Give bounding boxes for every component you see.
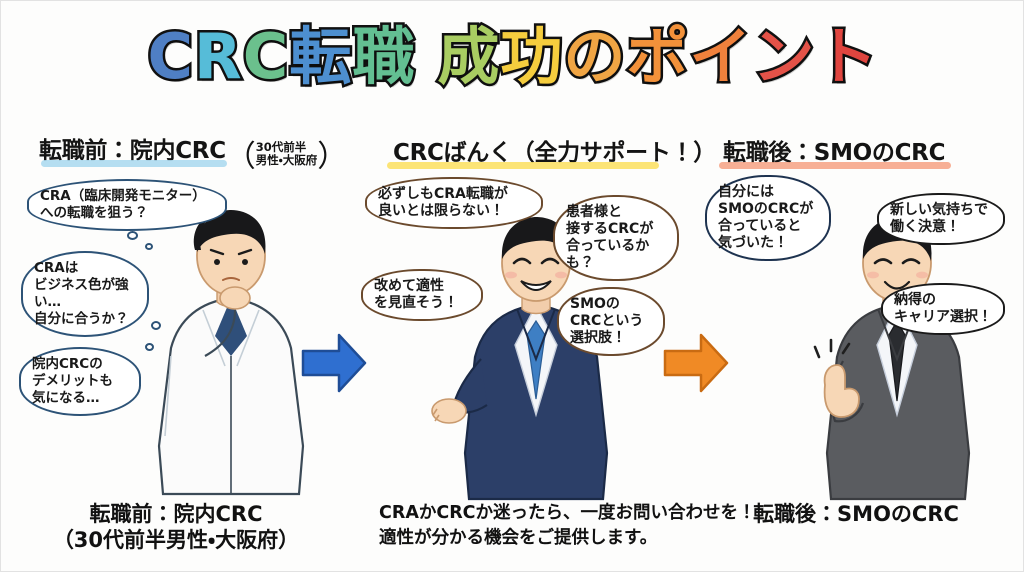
speech-bubble-realized-smo-fits: 自分には SMOのCRCが 合っていると 気づいた！ (705, 175, 831, 261)
orange-right-arrow-icon (663, 333, 729, 393)
title-char-11: ン (750, 18, 817, 96)
column-header-before-main: 転職前：院内CRC (39, 138, 226, 164)
title-char-3: 転 (287, 18, 354, 96)
speech-bubble-new-resolve: 新しい気持ちで 働く決意！ (877, 193, 1005, 245)
title-char-9: ポ (624, 18, 691, 96)
thought-dot (145, 343, 154, 351)
speech-bubble-patient-facing-crc: 患者様と 接するCRCが 合っているかも？ (553, 195, 679, 281)
caption-agency: CRAかCRCか迷ったら、一度お問い合わせを！ 適性が分かる機会をご提供します。 (379, 501, 756, 551)
panel-before: CRA（臨床開発モニター） への転職を狙う？ CRAは ビジネス色が強い… 自分… (11, 171, 331, 496)
column-header-before-sub: 30代前半男性・大阪府 (255, 140, 318, 167)
caption-agency-line1: CRAかCRCか迷ったら、一度お問い合わせを！ (379, 503, 756, 525)
column-header-after: 転職後：SMOのCRC (723, 133, 945, 167)
column-header-before: 転職前：院内CRC（30代前半男性・大阪府） (39, 131, 347, 176)
column-header-after-main: 転職後：SMOのCRC (723, 140, 946, 166)
speech-bubble-satisfied-career: 納得の キャリア選択！ (881, 283, 1005, 335)
person-illustration-consultant (431, 217, 609, 501)
speech-bubble-smo-crc-option: SMOの CRCという 選択肢！ (557, 287, 665, 356)
panel-agency: 必ずしもCRA転職が 良いとは限らない！ 改めて適性 を見直そう！ 患者様と 接… (353, 171, 689, 501)
person-illustration-after (813, 217, 971, 501)
underline-after (719, 162, 951, 169)
title-char-1: R (192, 18, 245, 96)
thought-dot (151, 321, 161, 330)
title-char-8: の (561, 18, 628, 96)
caption-before: 転職前：院内CRC （30代前半男性・大阪府） (52, 502, 300, 552)
speech-bubble-reassess-aptitude: 改めて適性 を見直そう！ (361, 269, 483, 321)
thought-dot (145, 243, 153, 250)
title-char-4: 職 (350, 18, 417, 96)
column-header-agency: CRCばんく（全力サポート！） (393, 133, 716, 167)
title-char-6: 成 (435, 18, 502, 96)
caption-after: 転職後：SMOのCRC (753, 502, 959, 526)
title-char-0: C (145, 18, 195, 96)
paren-open-before: （ (225, 139, 256, 175)
title-char-10: イ (687, 18, 754, 96)
page-title: CRC転職成功のポイント (1, 18, 1023, 96)
thought-bubble-cra-business: CRAは ビジネス色が強い… 自分に合うか？ (21, 251, 149, 337)
panel-after: 自分には SMOのCRCが 合っていると 気づいた！ 新しい気持ちで 働く決意！… (701, 171, 1021, 501)
thought-bubble-crc-demerit: 院内CRCの デメリットも 気になる… (19, 347, 141, 416)
title-char-12: ト (813, 18, 880, 96)
thought-dot (127, 231, 138, 240)
underline-before (41, 160, 227, 167)
person-illustration-before (157, 210, 305, 496)
paren-close-before: ） (317, 139, 348, 175)
underline-agency (387, 162, 659, 169)
blue-right-arrow-icon (301, 333, 367, 393)
title-char-2: C (240, 18, 290, 96)
title-char-7: 功 (498, 18, 565, 96)
column-header-agency-main: CRCばんく（全力サポート！） (393, 140, 716, 166)
thought-bubble-cra-target: CRA（臨床開発モニター） への転職を狙う？ (27, 179, 227, 231)
caption-agency-line2: 適性が分かる機会をご提供します。 (379, 528, 658, 550)
speech-bubble-not-always-cra: 必ずしもCRA転職が 良いとは限らない！ (365, 177, 543, 229)
